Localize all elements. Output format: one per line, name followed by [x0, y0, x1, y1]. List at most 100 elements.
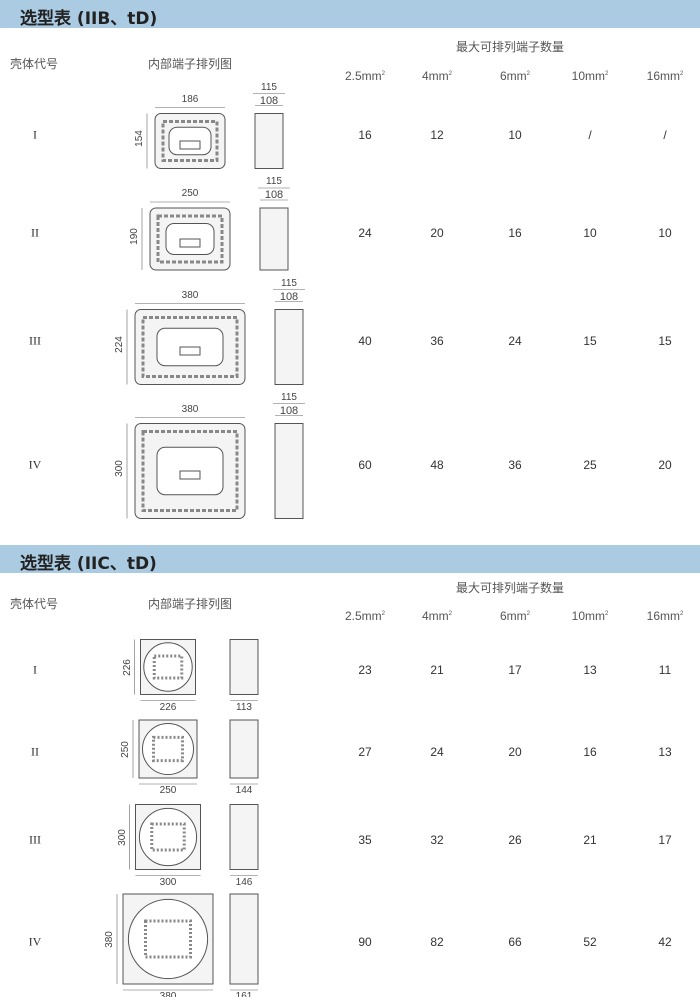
- column-header-diagram: 内部端子排列图: [147, 597, 233, 611]
- superscript: 2: [381, 71, 386, 77]
- terminal-count: 10: [583, 226, 597, 240]
- terminal-count: /: [588, 128, 592, 142]
- terminal-count: 21: [583, 833, 597, 847]
- column-header-size: 16mm2: [647, 609, 684, 623]
- column-header-size: 10mm2: [572, 609, 609, 623]
- section-header-bar: 选型表 (IIC、tD): [0, 545, 700, 574]
- column-header-size: 2.5mm2: [345, 609, 385, 623]
- superscript: 2: [448, 611, 453, 617]
- section-header-bar: 选型表 (IIB、tD): [0, 0, 700, 29]
- column-header-size: 4mm2: [422, 609, 452, 623]
- superscript: 2: [680, 71, 684, 77]
- terminal-count: 20: [658, 458, 672, 472]
- column-header-size: 6mm2: [500, 609, 530, 623]
- terminal-count: 52: [583, 935, 597, 949]
- terminal-count: 48: [430, 458, 444, 472]
- terminal-count: 32: [430, 833, 444, 847]
- terminal-count: 13: [583, 663, 597, 677]
- column-group-header: 最大可排列端子数量: [455, 581, 565, 595]
- size-label: 2.5mm: [344, 69, 382, 83]
- section-title: 选型表 (IIB、tD): [20, 9, 158, 29]
- terminal-count: 17: [508, 663, 522, 677]
- terminal-count: 60: [358, 458, 372, 472]
- dimension-depth-inner: 108: [264, 189, 284, 201]
- dimension-depth-outer: 115: [261, 81, 277, 93]
- shell-code: III: [29, 832, 41, 847]
- terminal-count: 26: [508, 833, 522, 847]
- terminal-count: 16: [358, 128, 372, 142]
- size-label: 6mm: [499, 69, 527, 83]
- terminal-count: 20: [508, 745, 522, 759]
- dimension-depth-inner: 108: [259, 94, 279, 107]
- terminal-count: 42: [658, 935, 672, 949]
- superscript: 2: [605, 71, 609, 77]
- dimension-depth-inner: 108: [279, 290, 299, 303]
- terminal-count: 23: [358, 663, 372, 677]
- terminal-count: 15: [658, 334, 672, 348]
- column-header-diagram: 内部端子排列图: [147, 57, 233, 71]
- dimension-depth: 144: [235, 785, 253, 796]
- superscript: 2: [448, 71, 453, 77]
- superscript: 2: [526, 611, 531, 617]
- terminal-count: 11: [658, 663, 672, 677]
- size-label: 10mm: [571, 69, 605, 83]
- shell-code: IV: [28, 457, 42, 472]
- shell-code: I: [33, 127, 37, 142]
- size-label: 4mm: [421, 609, 449, 623]
- dimension-width: 226: [159, 701, 177, 713]
- dimension-width: 186: [181, 93, 199, 105]
- column-header-shell: 壳体代号: [10, 57, 59, 71]
- dimension-depth: 161: [235, 991, 253, 997]
- terminal-count: 24: [358, 226, 372, 240]
- dimension-width: 380: [181, 403, 199, 415]
- terminal-count: 35: [358, 833, 372, 847]
- terminal-count: 36: [508, 458, 522, 472]
- section-title: 选型表 (IIC、tD): [20, 554, 157, 574]
- dimension-width: 250: [159, 785, 177, 796]
- size-label: 16mm: [646, 609, 680, 623]
- size-label: 4mm: [421, 69, 449, 83]
- terminal-count: 10: [658, 226, 672, 240]
- terminal-count: 25: [583, 458, 597, 472]
- dimension-depth-outer: 115: [266, 176, 282, 187]
- dimension-depth-inner: 108: [279, 404, 299, 417]
- superscript: 2: [526, 71, 531, 77]
- terminal-count: /: [663, 128, 667, 142]
- terminal-count: 12: [430, 128, 444, 142]
- size-label: 16mm: [646, 69, 680, 83]
- column-header-size: 2.5mm2: [345, 69, 385, 83]
- terminal-count: 90: [358, 935, 372, 949]
- shell-code: II: [31, 225, 39, 240]
- terminal-count: 82: [430, 935, 444, 949]
- dimension-width: 380: [181, 289, 199, 301]
- terminal-count: 21: [430, 663, 444, 677]
- column-header-size: 16mm2: [647, 69, 684, 83]
- dimension-width: 300: [159, 876, 177, 888]
- superscript: 2: [381, 611, 386, 617]
- terminal-count: 10: [508, 128, 522, 142]
- terminal-count: 13: [658, 745, 672, 759]
- shell-code: II: [31, 744, 39, 759]
- terminal-count: 24: [430, 745, 444, 759]
- terminal-count: 36: [430, 334, 444, 348]
- terminal-count: 20: [430, 226, 444, 240]
- terminal-count: 27: [358, 745, 372, 759]
- terminal-count: 15: [583, 334, 597, 348]
- column-header-size: 10mm2: [572, 69, 609, 83]
- column-group-header: 最大可排列端子数量: [455, 40, 565, 54]
- terminal-count: 24: [508, 334, 522, 348]
- column-header-size: 6mm2: [500, 69, 530, 83]
- size-label: 10mm: [571, 609, 605, 623]
- size-label: 6mm: [499, 609, 527, 623]
- superscript: 2: [680, 611, 684, 617]
- terminal-count: 40: [358, 334, 372, 348]
- terminal-count: 66: [508, 935, 522, 949]
